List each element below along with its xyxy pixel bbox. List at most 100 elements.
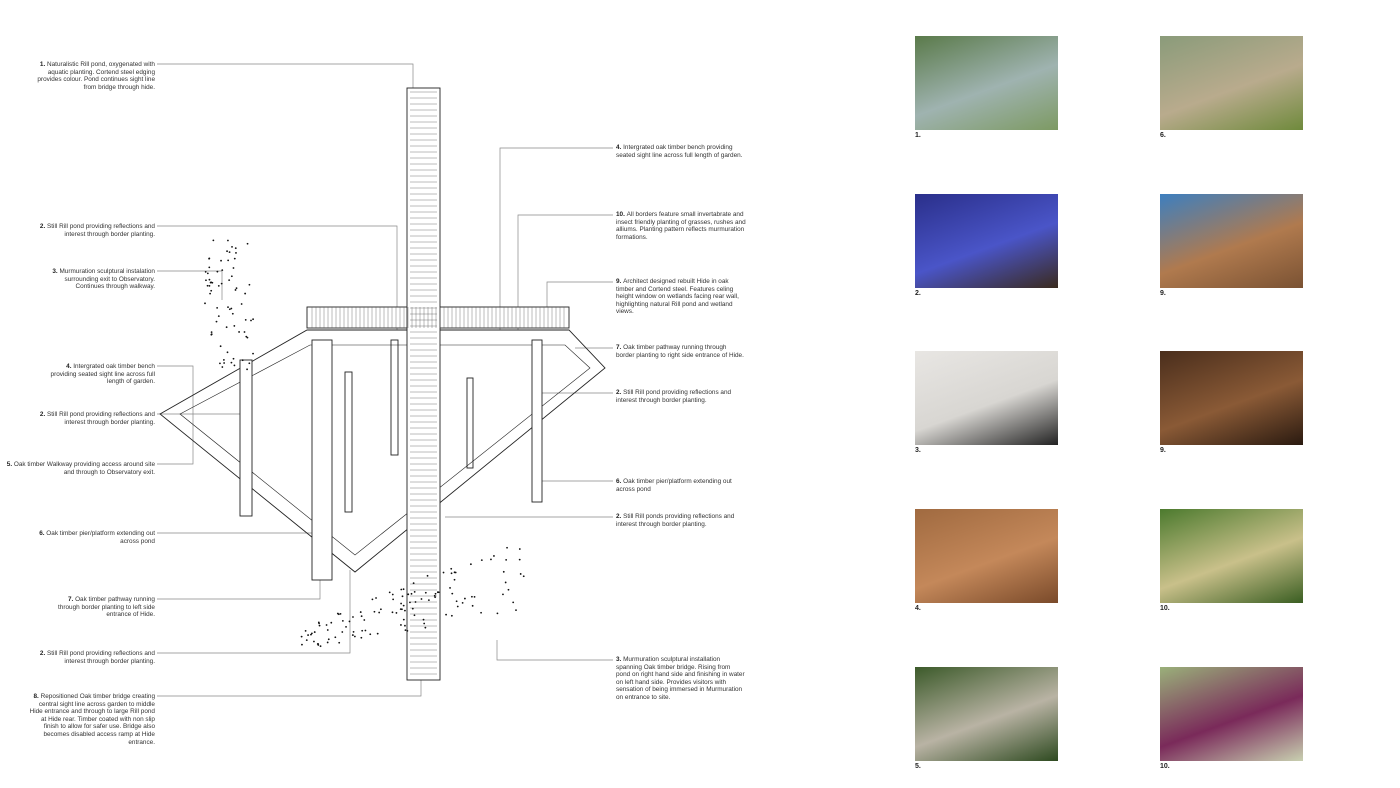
murmuration-dot <box>400 588 403 591</box>
murmuration-dot <box>248 283 251 286</box>
photo-label: 10. <box>1160 605 1170 612</box>
murmuration-dot <box>232 357 235 360</box>
site-outline <box>159 87 606 681</box>
murmuration-dot <box>402 604 405 607</box>
murmuration-dot <box>235 252 237 254</box>
murmuration-dot <box>223 362 226 364</box>
annotation-text: Naturalistic Rill pond, oxygenated with … <box>37 61 155 91</box>
murmuration-dot <box>243 331 246 333</box>
murmuration-dot <box>406 629 409 632</box>
murmuration-dot <box>404 629 407 631</box>
murmuration-dot <box>326 629 329 631</box>
annotation-number: 10. <box>616 211 627 218</box>
murmuration-dot <box>325 624 328 626</box>
murmuration-dot <box>233 325 236 327</box>
murmuration-dot <box>216 306 219 309</box>
murmuration-dot <box>244 292 247 295</box>
annotation-text: Oak timber Walkway providing access arou… <box>13 461 155 476</box>
murmuration-dot <box>400 624 402 626</box>
murmuration-dot <box>392 598 395 601</box>
murmuration-dot <box>409 601 411 604</box>
murmuration-dot <box>235 287 238 290</box>
murmuration-dot <box>210 289 213 292</box>
murmuration-dot <box>221 269 224 272</box>
murmuration-dot <box>305 639 308 642</box>
annotation-text: Still Rill pond providing reflections an… <box>47 650 155 665</box>
murmuration-dot <box>450 572 453 575</box>
murmuration-dot <box>215 320 218 323</box>
murmuration-dot <box>221 366 224 368</box>
murmuration-dot <box>455 600 458 603</box>
murmuration-dot <box>319 645 322 648</box>
annotation-text: Oak timber pathway running through borde… <box>58 596 155 619</box>
murmuration-dot <box>506 546 508 549</box>
annotation-number: 6. <box>39 530 47 537</box>
murmuration-dot <box>410 592 413 595</box>
murmuration-dot <box>318 622 320 625</box>
murmuration-dot <box>480 611 482 614</box>
murmuration-dot <box>450 567 453 570</box>
murmuration-dot <box>434 596 437 599</box>
annotation-number: 8. <box>33 693 41 700</box>
murmuration-dot <box>204 270 207 273</box>
murmuration-dot <box>225 326 228 329</box>
annotation-text: Architect designed rebuilt Hide in oak t… <box>616 278 739 316</box>
murmuration-dot <box>246 242 249 245</box>
murmuration-dot <box>240 303 243 305</box>
murmuration-dot <box>502 593 504 596</box>
murmuration-dot <box>404 624 406 627</box>
murmuration-dot <box>339 613 342 615</box>
annotation: 5. Oak timber Walkway providing access a… <box>5 461 155 476</box>
photo-hide-interior-window <box>1160 351 1303 445</box>
murmuration-dot <box>454 571 457 574</box>
murmuration-dot <box>469 563 472 566</box>
murmuration-dot <box>206 272 209 275</box>
murmuration-dot <box>209 292 211 295</box>
annotation-number: 2. <box>39 223 47 230</box>
photo-label: 3. <box>915 447 921 454</box>
murmuration-dot <box>334 636 337 639</box>
annotation-text: Murmuration sculptural instalation surro… <box>59 268 155 291</box>
murmuration-dot <box>504 581 507 584</box>
murmuration-dot <box>402 618 405 621</box>
murmuration-dot <box>226 351 229 354</box>
murmuration-dot <box>327 638 330 641</box>
murmuration-dot <box>433 594 436 597</box>
murmuration-dot <box>391 593 394 596</box>
murmuration-dot <box>234 247 237 250</box>
murmuration-dot <box>413 614 416 617</box>
murmuration-dot <box>231 312 234 315</box>
murmuration-dot <box>241 359 244 362</box>
annotation: 8. Repositioned Oak timber bridge creati… <box>25 693 155 746</box>
photo-cortend-steel-reflecting-pool <box>915 194 1058 288</box>
murmuration-dot <box>424 591 427 594</box>
murmuration-dot <box>233 364 236 367</box>
murmuration-dot <box>490 558 492 561</box>
murmuration-dot <box>313 640 315 643</box>
annotation-number: 2. <box>39 650 47 657</box>
murmuration-dot <box>345 625 347 628</box>
annotation-number: 7. <box>67 596 76 603</box>
annotation-number: 3. <box>52 268 60 275</box>
photo-label: 1. <box>915 132 921 139</box>
murmuration-dot <box>451 592 454 595</box>
murmuration-dot <box>233 257 236 260</box>
murmuration-dot <box>208 266 211 269</box>
murmuration-dot <box>216 270 219 273</box>
murmuration-dot <box>450 614 453 617</box>
murmuration-dot <box>341 631 344 633</box>
murmuration-dot <box>210 333 213 336</box>
murmuration-dot <box>228 279 231 282</box>
annotation-number: 4. <box>66 363 74 370</box>
murmuration-dot <box>371 598 374 601</box>
murmuration-dot <box>248 362 251 365</box>
murmuration-dot <box>222 359 225 361</box>
murmuration-dot <box>217 315 220 318</box>
murmuration-dot <box>220 282 223 285</box>
annotation: 3. Murmuration sculptural instalation su… <box>45 268 155 291</box>
murmuration-dot <box>246 368 248 371</box>
annotation-text: Murmuration sculptural installation span… <box>616 656 745 701</box>
murmuration-dot <box>496 612 499 615</box>
murmuration-dot <box>232 267 235 269</box>
photo-label: 9. <box>1160 447 1166 454</box>
